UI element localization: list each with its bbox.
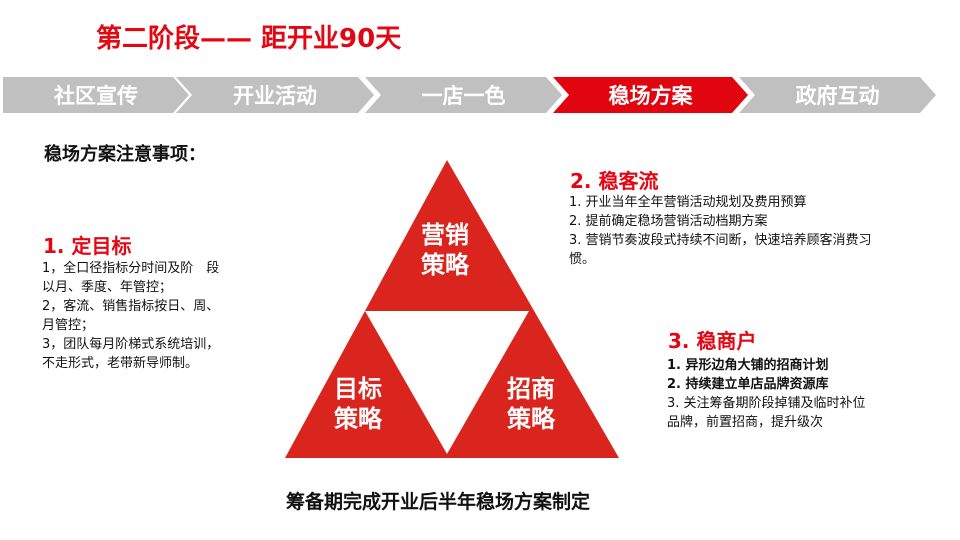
target-line: 月管控； [42,318,95,333]
label-line: 招商 [507,375,555,403]
target-line: 2，客流、销售指标按日、周、 [42,299,220,314]
traffic-line: 惯。 [569,252,596,267]
traffic-line: 2. 提前确定稳场营销活动档期方案 [569,214,768,229]
tenants-line: 品牌，前置招商，提升级次 [667,415,824,430]
target-line: 3，团队每月阶梯式系统培训， [42,337,220,352]
tenants-line: 1. 异形边角大铺的招商计划 [667,358,829,373]
step-label: 一店一色 [421,84,506,108]
step-community-promotion[interactable]: 社区宣传 [3,77,189,113]
bottom-caption: 筹备期完成开业后半年稳场方案制定 [286,491,591,513]
marketing-strategy-label: 营销 策略 [410,220,480,280]
tenants-title: 3. 稳商户 [668,329,757,353]
label-line: 策略 [334,405,382,433]
tenants-text: 1. 异形边角大铺的招商计划 2. 持续建立单店品牌资源库 3. 关注筹备期阶段… [667,356,947,432]
leasing-strategy-label: 招商 策略 [496,374,566,434]
section-heading: 稳场方案注意事项： [44,144,206,165]
label-line: 策略 [507,405,555,433]
step-government-interaction[interactable]: 政府互动 [739,77,936,113]
target-title: 1. 定目标 [43,234,132,258]
step-label: 开业活动 [233,84,317,108]
page-title: 第二阶段—— 距开业90天 [96,24,402,54]
tenants-line: 2. 持续建立单店品牌资源库 [667,377,829,392]
target-text: 1，全口径指标分时间及阶 段 以月、季度、年管控； 2，客流、销售指标按日、周、… [42,259,282,373]
step-label: 社区宣传 [54,84,138,108]
label-line: 营销 [421,221,469,249]
traffic-text: 1. 开业当年全年营销活动规划及费用预算 2. 提前确定稳场营销活动档期方案 3… [569,193,949,269]
target-strategy-label: 目标 策略 [323,374,393,434]
target-line: 1，全口径指标分时间及阶 段 [42,261,220,276]
target-line: 不走形式，老带新导师制。 [42,356,199,371]
step-opening-activities[interactable]: 开业活动 [176,77,374,113]
label-line: 目标 [334,375,382,403]
step-label: 稳场方案 [608,84,693,108]
tenants-line: 3. 关注筹备期阶段掉铺及临时补位 [667,396,866,411]
traffic-line: 3. 营销节奏波段式持续不间断，快速培养顾客消费习 [569,233,872,248]
step-stabilization-plan[interactable]: 稳场方案 [553,77,748,113]
process-steps: 社区宣传 开业活动 一店一色 稳场方案 政府互动 [0,77,960,113]
target-line: 以月、季度、年管控； [42,280,173,295]
traffic-title: 2. 稳客流 [570,169,659,193]
label-line: 策略 [421,251,469,279]
strategy-triangle: 营销 策略 目标 策略 招商 策略 [282,158,622,458]
traffic-line: 1. 开业当年全年营销活动规划及费用预算 [569,195,807,210]
triangle-shape [285,160,619,458]
step-one-store-one-color[interactable]: 一店一色 [365,77,562,113]
step-label: 政府互动 [795,84,880,108]
